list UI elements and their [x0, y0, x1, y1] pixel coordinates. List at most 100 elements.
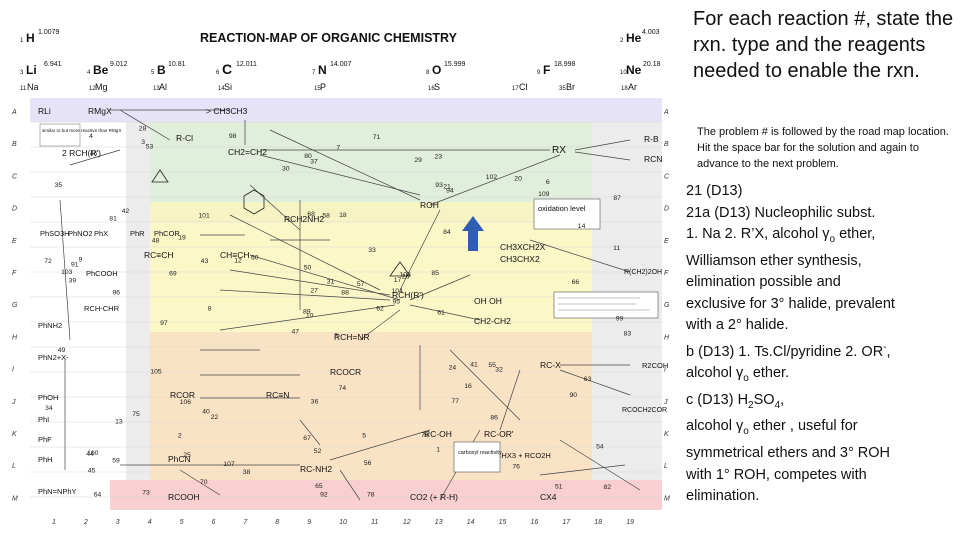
reaction-number: 50	[304, 265, 312, 272]
region-green	[150, 122, 592, 202]
reaction-number: 65	[315, 483, 323, 490]
reaction-number: 13	[115, 419, 123, 426]
compound-rmgx: RMgX	[88, 106, 112, 116]
compound-azo: PhN=NPhY	[38, 487, 77, 496]
reaction-number: 107	[223, 461, 235, 468]
column-number-17: 17	[562, 519, 571, 526]
reaction-number: 23	[435, 153, 443, 160]
element-H: H	[26, 31, 35, 45]
compound-rch: 2 RCH(R')	[62, 148, 101, 158]
reaction-number: 102	[486, 174, 498, 181]
reaction-number: 79	[421, 432, 429, 439]
solution-line-3: 1. Na 2. R’X, alcohol γo ether,	[686, 224, 956, 250]
solution-competes: with 1° ROH, competes with	[686, 466, 867, 483]
element-N: N	[318, 63, 327, 77]
row-letter-right-K: K	[664, 431, 669, 438]
column-number-16: 16	[531, 519, 539, 526]
reaction-number: 57	[357, 281, 365, 288]
note-box-rmgx	[39, 123, 81, 147]
element-Br: Br	[566, 82, 575, 92]
row-letter-A: A	[11, 109, 17, 116]
reaction-number: 106	[180, 399, 192, 406]
row-letter-B: B	[12, 141, 17, 148]
region-orange	[150, 332, 592, 480]
element-H-mass: 1.0079	[38, 29, 60, 36]
element-number-C: 6	[216, 70, 220, 76]
reaction-number: 52	[314, 448, 322, 455]
element-number-Br: 35	[559, 86, 566, 92]
element-Ne: Ne	[626, 63, 642, 77]
row-letter-C: C	[12, 173, 18, 180]
element-number-Ne: 10	[620, 70, 627, 76]
element-number-B: 5	[151, 70, 155, 76]
region-gray-left	[126, 122, 150, 480]
element-Be: Be	[93, 63, 109, 77]
row-letter-G: G	[12, 302, 18, 309]
element-number-Mg: 12	[89, 86, 96, 92]
compound-r2coh: R2COH	[642, 361, 668, 370]
reaction-number: 91	[71, 262, 79, 269]
symbol-gamma: γ	[822, 226, 830, 243]
row-letter-right-M: M	[664, 495, 670, 502]
reaction-number: 22	[211, 414, 219, 421]
reaction-number: 35	[55, 182, 63, 189]
compound-ethylene: CH2-CH2	[474, 316, 511, 326]
reaction-number: 25	[183, 452, 191, 459]
row-letter-right-F: F	[664, 270, 669, 277]
row-letter-right-I: I	[664, 367, 666, 374]
solution-line-2: 21a (D13) Nucleophilic subst.	[686, 203, 956, 225]
element-Be-mass: 9.012	[110, 61, 128, 68]
row-letter-I: I	[12, 367, 14, 374]
element-number-Si: 14	[218, 86, 225, 92]
column-number-12: 12	[403, 519, 411, 526]
row-letter-right-E: E	[664, 238, 669, 245]
compound-acyl-halide: RC-X	[540, 360, 561, 370]
element-F-mass: 18.998	[554, 61, 576, 68]
symbol-gamma-2: γ	[735, 365, 744, 382]
reaction-number: 17	[394, 277, 402, 284]
compound-phnh2: PhNH2	[38, 321, 62, 330]
reaction-number: 33	[368, 247, 376, 254]
reaction-number: 66	[572, 279, 580, 286]
reaction-number: 67	[303, 435, 311, 442]
compound-ethane: > CH3CH3	[206, 106, 248, 116]
reaction-number: 18	[339, 212, 347, 219]
compound-rcl: R-Cl	[176, 133, 193, 143]
solution-line-4: Williamson ether synthesis,	[686, 251, 956, 273]
instructions-panel: For each reaction #, state the rxn. type…	[693, 6, 955, 84]
solution-so: SO	[753, 391, 775, 408]
compound-phcn: PhCN	[168, 454, 191, 464]
instruction-note: The problem # is followed by the road ma…	[697, 126, 949, 170]
solution-ether-2: ether.	[752, 365, 790, 382]
compound-phoh: PhOH	[38, 393, 58, 402]
map-title: REACTION-MAP OF ORGANIC CHEMISTRY	[200, 31, 458, 45]
question-text: For each reaction #, state the rxn. type…	[693, 8, 954, 82]
reaction-number: 16	[464, 383, 472, 390]
compound-alcohol-ext: R(CH2)2OH	[624, 269, 662, 276]
row-letter-M: M	[12, 495, 18, 502]
compound-gem-dihalide: CH3CHX2	[500, 254, 540, 264]
reaction-number: 12	[234, 257, 242, 264]
solution-alcohol-3: alcohol	[686, 418, 732, 435]
reaction-arrows	[59, 109, 641, 501]
element-headers: H 1.0079 He 4.003 Li 6.941 Be 9.012 B 10…	[26, 29, 661, 77]
compound-acetylene: CH≡CH	[220, 250, 250, 260]
highlight-arrow-icon	[462, 216, 484, 251]
reaction-number: 6	[546, 179, 550, 186]
reaction-number: 9	[79, 257, 83, 264]
reaction-number: 83	[624, 330, 632, 337]
element-Si: Si	[224, 82, 232, 92]
reaction-number: 31	[327, 278, 335, 285]
reaction-number: 42	[122, 208, 130, 215]
element-N-mass: 14.007	[330, 61, 352, 68]
reaction-number: 85	[431, 270, 439, 277]
solution-21a-reagents: 1. Na 2. R’X, alcohol	[686, 226, 819, 243]
reaction-number: 75	[132, 411, 140, 418]
compound-acid: RC-OH	[424, 429, 452, 439]
reaction-number: 56	[364, 460, 372, 467]
row-letter-J: J	[11, 399, 16, 406]
reaction-number: 55	[488, 362, 496, 369]
element-number-Be: 4	[87, 70, 91, 76]
reaction-number: 10	[306, 312, 314, 319]
compound-ketone: RCOR	[170, 390, 195, 400]
